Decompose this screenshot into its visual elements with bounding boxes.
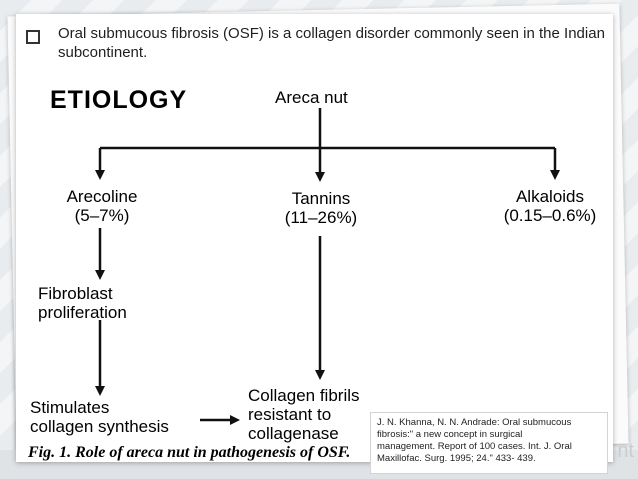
content-card <box>16 14 613 462</box>
checkbox-bullet-icon <box>26 30 40 44</box>
node-stimulates: Stimulates collagen synthesis <box>30 398 169 436</box>
figure-caption: Fig. 1. Role of areca nut in pathogenesi… <box>28 444 351 461</box>
node-alkaloids: Alkaloids (0.15–0.6%) <box>495 187 605 225</box>
node-tannins: Tannins (11–26%) <box>274 189 368 227</box>
section-heading: ETIOLOGY <box>50 86 188 114</box>
slide-corner-text: nt <box>617 440 634 462</box>
alkaloids-label: Alkaloids <box>515 187 585 206</box>
node-fibroblast: Fibroblast proliferation <box>38 284 127 322</box>
node-areca-nut: Areca nut <box>275 88 348 107</box>
collagen-line-1: Collagen fibrils <box>248 386 360 405</box>
arecoline-label: Arecoline <box>66 187 138 206</box>
tannins-percent: (11–26%) <box>284 208 358 227</box>
node-collagen: Collagen fibrils resistant to collagenas… <box>248 386 360 443</box>
stimulates-line-2: collagen synthesis <box>30 417 169 436</box>
reference-line-4: Maxillofac. Surg. 1995; 24." 433- 439. <box>377 453 536 464</box>
arecoline-percent: (5–7%) <box>74 206 130 225</box>
tannins-label: Tannins <box>291 189 351 208</box>
collagen-line-3: collagenase <box>248 424 339 443</box>
reference-line-3: management. Report of 100 cases. Int. J.… <box>377 441 572 452</box>
reference-line-1: J. N. Khanna, N. N. Andrade: Oral submuc… <box>377 417 572 428</box>
reference-box: J. N. Khanna, N. N. Andrade: Oral submuc… <box>370 412 608 474</box>
node-arecoline: Arecoline (5–7%) <box>55 187 149 225</box>
alkaloids-percent: (0.15–0.6%) <box>503 206 597 225</box>
stimulates-line-1: Stimulates <box>30 398 110 417</box>
fibroblast-line-1: Fibroblast <box>38 284 113 303</box>
reference-line-2: fibrosis:" a new concept in surgical <box>377 429 523 440</box>
collagen-line-2: resistant to <box>248 405 332 424</box>
fibroblast-line-2: proliferation <box>38 303 127 322</box>
bullet-text: Oral submucous fibrosis (OSF) is a colla… <box>58 25 605 61</box>
